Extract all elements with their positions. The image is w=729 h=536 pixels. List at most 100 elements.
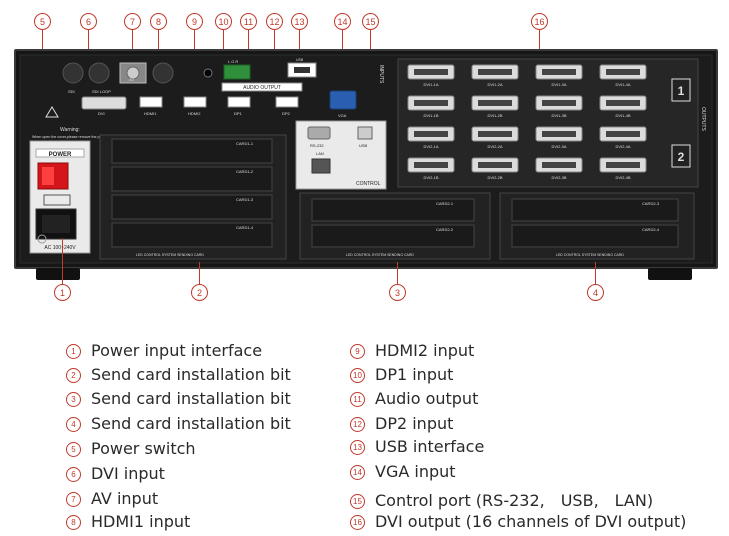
inputs-label: INPUTS (378, 65, 384, 84)
outputs-label: OUTPUTS (700, 107, 706, 132)
card-label: CARD2-2 (436, 227, 454, 232)
sdi-label: SDI (68, 89, 75, 94)
sdi-loop-connector[interactable] (88, 62, 110, 84)
dvi-output-label: DVI2-4B (615, 175, 630, 180)
dvi-output-label: DVI1-3B (551, 113, 566, 118)
rear-panel-drawing: POWER AC 100~240V Warning: When open the… (19, 54, 713, 264)
power-title: POWER (49, 152, 72, 158)
audio-jack[interactable] (203, 68, 213, 78)
dvi-output-label: DVI1-1B (423, 113, 438, 118)
card-slot[interactable] (111, 194, 273, 220)
warning-icon (45, 106, 59, 118)
card-slot[interactable] (111, 222, 273, 248)
vga-input-port[interactable] (329, 90, 357, 110)
dvi-output-label: DVI1-4A (615, 82, 630, 87)
ac-label: AC 100~240V (44, 245, 76, 251)
audio-lr-label: L G R (228, 59, 238, 64)
device-foot-left (36, 268, 80, 280)
led-system-label: LED CONTROL SYSTEM SENDING CARD (136, 253, 204, 257)
callout-13: 13 (291, 13, 308, 30)
output-group-1-label: 1 (678, 84, 685, 98)
led-system-label: LED CONTROL SYSTEM SENDING CARD (556, 253, 624, 257)
hdmi1-port[interactable] (139, 96, 163, 108)
vga-label: VGA (338, 113, 347, 118)
rs232-label: RS-232 (310, 143, 324, 148)
dvi-output-label: DVI1-1A (423, 82, 438, 87)
callout-4: 4 (587, 284, 604, 301)
hdmi2-port[interactable] (183, 96, 207, 108)
dvi-output-label: DVI2-2B (487, 175, 502, 180)
dvi-output-label: DVI1-2A (487, 82, 502, 87)
callout-1: 1 (54, 284, 71, 301)
control-usb-port[interactable] (357, 126, 373, 140)
callout-12: 12 (266, 13, 283, 30)
dvi-output-label: DVI2-3A (551, 144, 566, 149)
dvi-output-label: DVI2-1A (423, 144, 438, 149)
output-group-2-badge (671, 144, 691, 168)
audio-output-terminal[interactable] (223, 64, 251, 80)
ground-icon (37, 234, 47, 244)
callout-15: 15 (362, 13, 379, 30)
sdi-loop-label: SDI LOOP (92, 89, 111, 94)
dvi-output-label: DVI1-3A (551, 82, 566, 87)
callout-5: 5 (34, 13, 51, 30)
warning-title: Warning: (60, 127, 80, 133)
hdmi1-label: HDMI1 (144, 111, 157, 116)
callout-9: 9 (186, 13, 203, 30)
dp2-port[interactable] (275, 96, 299, 108)
callout-11: 11 (240, 13, 257, 30)
card-slot[interactable] (111, 138, 273, 164)
control-usb-label: USB (359, 143, 368, 148)
card-label: CARD1-2 (236, 169, 254, 174)
hdmi2-label: HDMI2 (188, 111, 201, 116)
card-slot[interactable] (311, 224, 475, 248)
callout-16: 16 (531, 13, 548, 30)
card-slot[interactable] (311, 198, 475, 222)
device-foot-right (648, 268, 692, 280)
card-slot[interactable] (511, 198, 679, 222)
output-group-1-badge (671, 78, 691, 102)
card-label: CARD1-4 (236, 225, 254, 230)
dvi-output-label: DVI2-1B (423, 175, 438, 180)
card-label: CARD2-4 (642, 227, 660, 232)
control-label: CONTROL (356, 181, 381, 187)
dvi-label: DVI (98, 111, 105, 116)
callout-6: 6 (80, 13, 97, 30)
dvi-output-label: DVI1-2B (487, 113, 502, 118)
callout-2: 2 (191, 284, 208, 301)
card-label: CARD1-3 (236, 197, 254, 202)
lan-port[interactable] (311, 158, 331, 174)
dvi-output-label: DVI2-2A (487, 144, 502, 149)
callout-10: 10 (215, 13, 232, 30)
output-group-2-label: 2 (678, 150, 685, 164)
av-label: AV (129, 77, 134, 82)
card-slot[interactable] (511, 224, 679, 248)
rs232-port[interactable] (307, 126, 331, 140)
warning-text: When open the cover,please remove the po… (32, 135, 119, 139)
sdi-connector[interactable] (62, 62, 84, 84)
dp1-port[interactable] (227, 96, 251, 108)
dvi-input-port[interactable] (81, 96, 127, 110)
device-rear-panel: POWER AC 100~240V Warning: When open the… (14, 49, 718, 269)
lan-label: LAN (316, 151, 324, 156)
led-system-label: LED CONTROL SYSTEM SENDING CARD (346, 253, 414, 257)
card-slot[interactable] (111, 166, 273, 192)
card-label: CARD1-1 (236, 141, 254, 146)
audio-output-label: AUDIO OUTPUT (243, 85, 281, 91)
dvi-output-label: DVI2-3B (551, 175, 566, 180)
